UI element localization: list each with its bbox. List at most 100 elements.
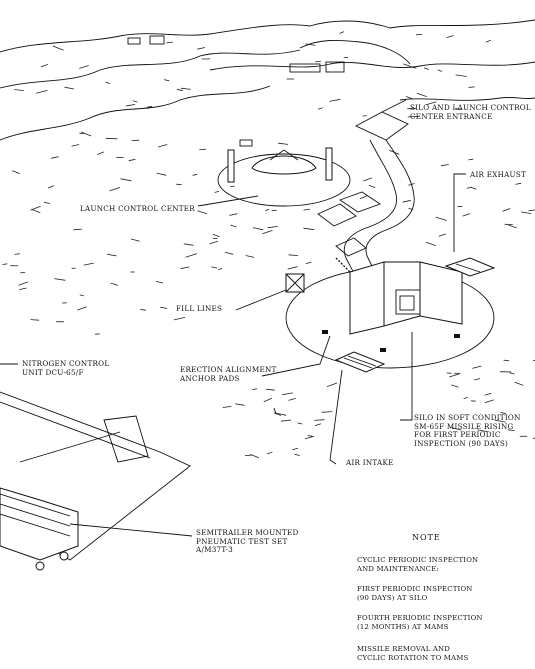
hatch-stroke	[515, 182, 522, 185]
hatch-stroke	[32, 209, 41, 214]
hatch-stroke	[250, 454, 259, 459]
hatch-stroke	[305, 43, 316, 46]
hatch-stroke	[71, 144, 80, 147]
hatch-stroke	[412, 66, 417, 69]
hatch-stroke	[368, 184, 376, 189]
hatch-stroke	[359, 195, 368, 200]
hatch-stroke	[83, 262, 94, 266]
hatch-stroke	[438, 233, 447, 237]
hatch-stroke	[2, 263, 8, 265]
hatch-stroke	[507, 429, 515, 431]
hatch-stroke	[211, 266, 218, 269]
hatch-stroke	[252, 388, 258, 391]
hatch-stroke	[140, 308, 146, 311]
hatch-stroke	[405, 96, 413, 100]
hatch-stroke	[244, 454, 252, 456]
hatch-stroke	[326, 382, 338, 387]
hatch-stroke	[329, 98, 341, 102]
terrain-hatching	[2, 31, 535, 459]
hatch-stroke	[462, 213, 471, 217]
hatch-stroke	[402, 199, 411, 203]
hatch-stroke	[509, 372, 515, 375]
hatch-stroke	[440, 164, 449, 167]
hatch-stroke	[264, 209, 270, 211]
hatch-stroke	[339, 31, 345, 34]
hatch-stroke	[468, 158, 474, 161]
hatch-stroke	[73, 228, 83, 231]
hatch-stroke	[79, 132, 84, 135]
fill-lines-label: FILL LINES	[176, 304, 223, 313]
hatch-stroke	[484, 392, 492, 396]
hatch-stroke	[528, 209, 535, 212]
hatch-stroke	[451, 427, 462, 431]
semitrailer-label: SEMITRAILER MOUNTED PNEUMATIC TEST SET A…	[196, 528, 299, 554]
hatch-stroke	[12, 170, 20, 174]
hatch-stroke	[305, 261, 312, 264]
hatch-stroke	[262, 230, 273, 235]
hatch-stroke	[321, 411, 333, 413]
hatch-stroke	[304, 435, 315, 440]
hatch-stroke	[508, 224, 517, 229]
hatch-stroke	[314, 423, 322, 426]
hatch-stroke	[446, 35, 454, 39]
hatch-stroke	[197, 210, 208, 215]
hatch-stroke	[463, 396, 469, 399]
hatch-stroke	[79, 65, 89, 69]
hatch-stroke	[230, 224, 237, 228]
hatch-stroke	[426, 101, 437, 106]
hatch-stroke	[407, 115, 419, 118]
hatch-stroke	[278, 142, 289, 145]
launch-control-label: LAUNCH CONTROL CENTER	[80, 204, 195, 213]
hatch-stroke	[51, 156, 59, 159]
hatch-stroke	[315, 60, 321, 63]
hatch-stroke	[166, 41, 173, 44]
semitrailer	[0, 391, 191, 571]
hatch-stroke	[266, 388, 275, 391]
hatch-stroke	[176, 88, 183, 92]
hatch-stroke	[477, 429, 488, 432]
hatch-stroke	[403, 63, 412, 67]
hatch-stroke	[484, 399, 494, 404]
hatch-stroke	[263, 397, 272, 403]
hatch-stroke	[297, 422, 303, 425]
hatch-stroke	[80, 131, 92, 137]
hatch-stroke	[425, 241, 436, 246]
hatch-stroke	[224, 251, 234, 255]
hatch-stroke	[363, 177, 372, 182]
hatch-stroke	[267, 226, 278, 229]
hatch-stroke	[288, 254, 299, 256]
hatch-stroke	[292, 447, 298, 451]
hatch-stroke	[229, 213, 238, 216]
nitrogen-control-label: NITROGEN CONTROL UNIT DCU-65/F	[22, 359, 110, 377]
note-title: NOTE	[412, 533, 441, 542]
hatch-stroke	[192, 173, 198, 176]
hatch-stroke	[514, 381, 524, 386]
hatch-stroke	[175, 183, 182, 186]
hatch-stroke	[156, 281, 164, 284]
hatch-stroke	[14, 89, 24, 91]
hatch-stroke	[14, 253, 20, 255]
hatch-stroke	[267, 451, 273, 455]
hatch-stroke	[276, 412, 287, 416]
hatch-stroke	[30, 319, 40, 321]
hatch-stroke	[314, 419, 325, 421]
hatch-stroke	[209, 240, 219, 245]
hatch-stroke	[183, 243, 194, 246]
erection-alignment-label: ERECTION ALIGNMENT ANCHOR PADS	[180, 365, 277, 383]
air-intake-label: AIR INTAKE	[346, 458, 394, 467]
hatch-stroke	[500, 412, 506, 415]
leader-lines	[0, 99, 466, 537]
hatch-stroke	[282, 392, 293, 396]
hatch-stroke	[173, 317, 186, 321]
hatch-stroke	[451, 384, 459, 388]
launch-control-center	[217, 147, 351, 207]
hatch-stroke	[485, 39, 491, 43]
hatch-stroke	[494, 419, 506, 423]
hatch-stroke	[97, 151, 104, 155]
hatch-stroke	[36, 90, 48, 94]
note-item: MISSILE REMOVAL AND CYCLIC ROTATION TO M…	[357, 645, 469, 662]
hatch-stroke	[416, 92, 427, 97]
hatch-stroke	[423, 67, 429, 70]
distant-buildings	[127, 35, 345, 147]
